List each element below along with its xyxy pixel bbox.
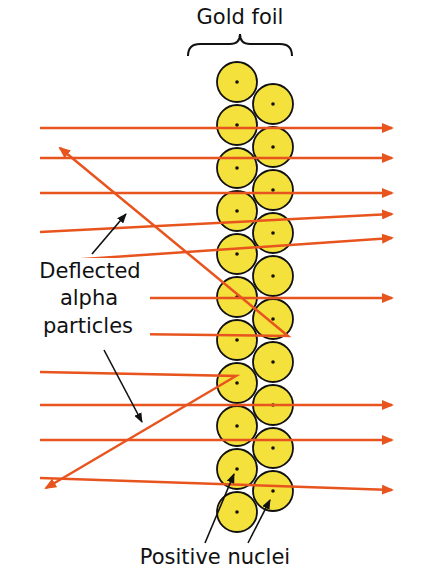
gold-atom xyxy=(217,320,257,360)
gold-atom xyxy=(253,127,293,167)
gold-atom xyxy=(217,234,257,274)
nucleus-dot xyxy=(271,360,275,364)
gold-atom xyxy=(253,428,293,468)
gold-atom xyxy=(217,62,257,102)
foil-label: Gold foil xyxy=(197,5,284,29)
nucleus-dot xyxy=(271,274,275,278)
label-box: Gold foil xyxy=(170,4,310,31)
gold-atom xyxy=(253,471,293,511)
gold-atom xyxy=(217,492,257,532)
nucleus-dot xyxy=(271,446,275,450)
nucleus-dot xyxy=(235,510,239,514)
nucleus-dot xyxy=(271,317,275,321)
nucleus-dot xyxy=(235,338,239,342)
label-box: Positive nuclei xyxy=(95,544,335,571)
nucleus-dot xyxy=(235,166,239,170)
nucleus-dot xyxy=(235,252,239,256)
nucleus-dot xyxy=(271,145,275,149)
gold-atom xyxy=(217,191,257,231)
nucleus-dot xyxy=(235,467,239,471)
gold-atom xyxy=(253,256,293,296)
nucleus-dot xyxy=(235,123,239,127)
nucleus-dot xyxy=(235,209,239,213)
nucleus-dot xyxy=(271,188,275,192)
nucleus-dot xyxy=(271,102,275,106)
nucleus-dot xyxy=(235,80,239,84)
nucleus-dot xyxy=(235,381,239,385)
nuclei-label: Positive nuclei xyxy=(140,545,290,569)
deflected-label: Deflected alpha particles xyxy=(37,259,140,338)
nucleus-dot xyxy=(235,424,239,428)
brace xyxy=(188,34,292,56)
label-box: Deflected alpha particles xyxy=(28,258,150,340)
gold-atom xyxy=(253,84,293,124)
gold-atom xyxy=(217,105,257,145)
gold-atom xyxy=(253,342,293,382)
gold-atom xyxy=(253,170,293,210)
nucleus-dot xyxy=(271,489,275,493)
nucleus-dot xyxy=(271,231,275,235)
gold-atom xyxy=(253,299,293,339)
gold-atom xyxy=(217,148,257,188)
